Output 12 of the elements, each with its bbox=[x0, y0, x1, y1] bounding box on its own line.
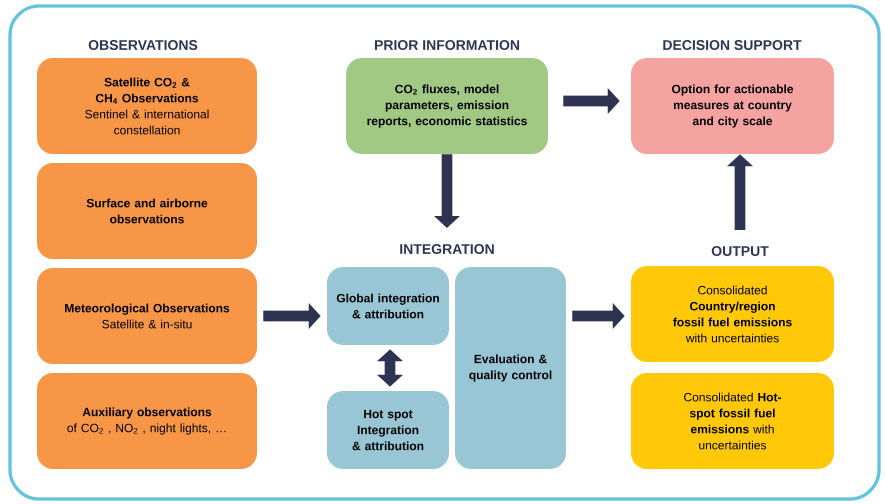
integration-box: Global integration & attribution bbox=[327, 267, 449, 345]
prior-information-box: CO$_{2}$ fluxes, model parameters, emission reports, economic statistics bbox=[346, 58, 548, 154]
output-box: Consolidated Country/region fossil fuel emissions with uncertainties bbox=[631, 266, 834, 362]
decision-box: Option for actionable measures at country and city scale bbox=[631, 58, 834, 154]
integration-box: Evaluation & quality control bbox=[455, 267, 566, 469]
section-heading: INTEGRATION bbox=[400, 244, 494, 254]
observation-box: Satellite CO$_{2}$ & CH$_{4}$ Observations Sentinel & international constellation bbox=[37, 58, 257, 154]
observation-box: Auxiliary observations of CO$_{2}$ , NO$_{2}$ , night lights, … bbox=[37, 373, 257, 469]
observation-box: Surface and airborne observations bbox=[37, 163, 257, 259]
integration-box: Hot spot Integration & attribution bbox=[327, 391, 449, 469]
output-box: Consolidated Hot-spot fossil fuel emissions with uncertainties bbox=[631, 373, 834, 469]
observation-box: Meteorological Observations Satellite & in-situ bbox=[37, 268, 257, 364]
